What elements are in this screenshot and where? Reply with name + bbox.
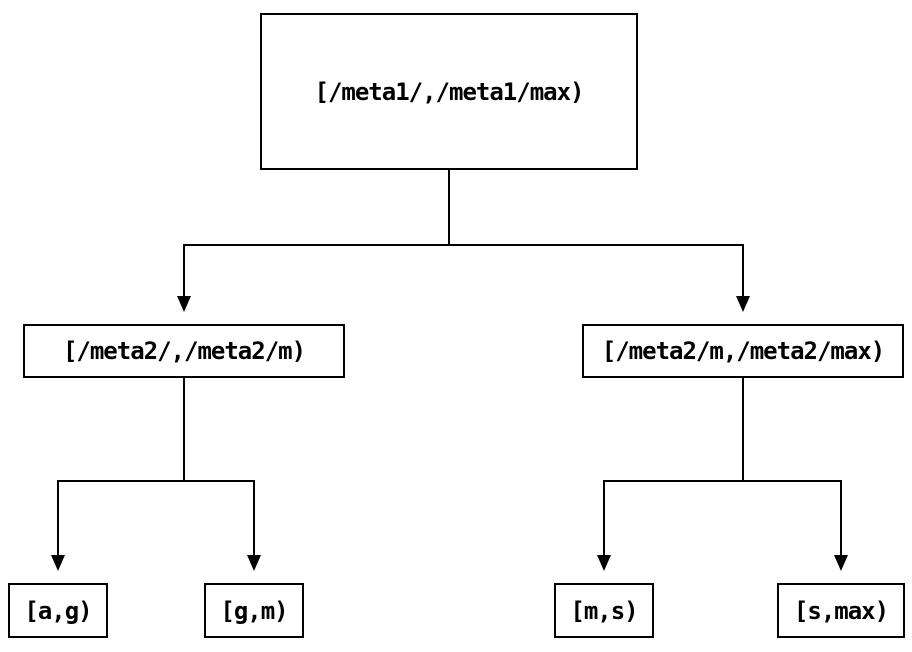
tree-node-level2-right: [/meta2/m,/meta2/max) [582,324,904,378]
arrow-down-icon [51,555,65,571]
arrow-down-icon [834,555,848,571]
edge-right-child-to-leaf-smax [742,378,842,555]
edge-left-child-to-leaf-ag [57,378,185,555]
arrow-down-icon [597,555,611,571]
arrow-down-icon [247,555,261,571]
edge-left-child-to-leaf-gm [183,378,255,555]
arrow-down-icon [177,296,191,312]
tree-node-leaf-gm: [g,m) [204,583,304,638]
tree-node-root: [/meta1/,/meta1/max) [260,13,638,170]
tree-node-leaf-ms: [m,s) [554,583,654,638]
tree-node-level2-left: [/meta2/,/meta2/m) [23,324,345,378]
edge-right-child-to-leaf-ms [603,378,744,555]
edge-root-to-right-child [448,170,744,296]
edge-root-to-left-child [183,170,450,296]
tree-node-leaf-smax: [s,max) [777,583,905,638]
tree-node-leaf-ag: [a,g) [8,583,108,638]
arrow-down-icon [736,296,750,312]
